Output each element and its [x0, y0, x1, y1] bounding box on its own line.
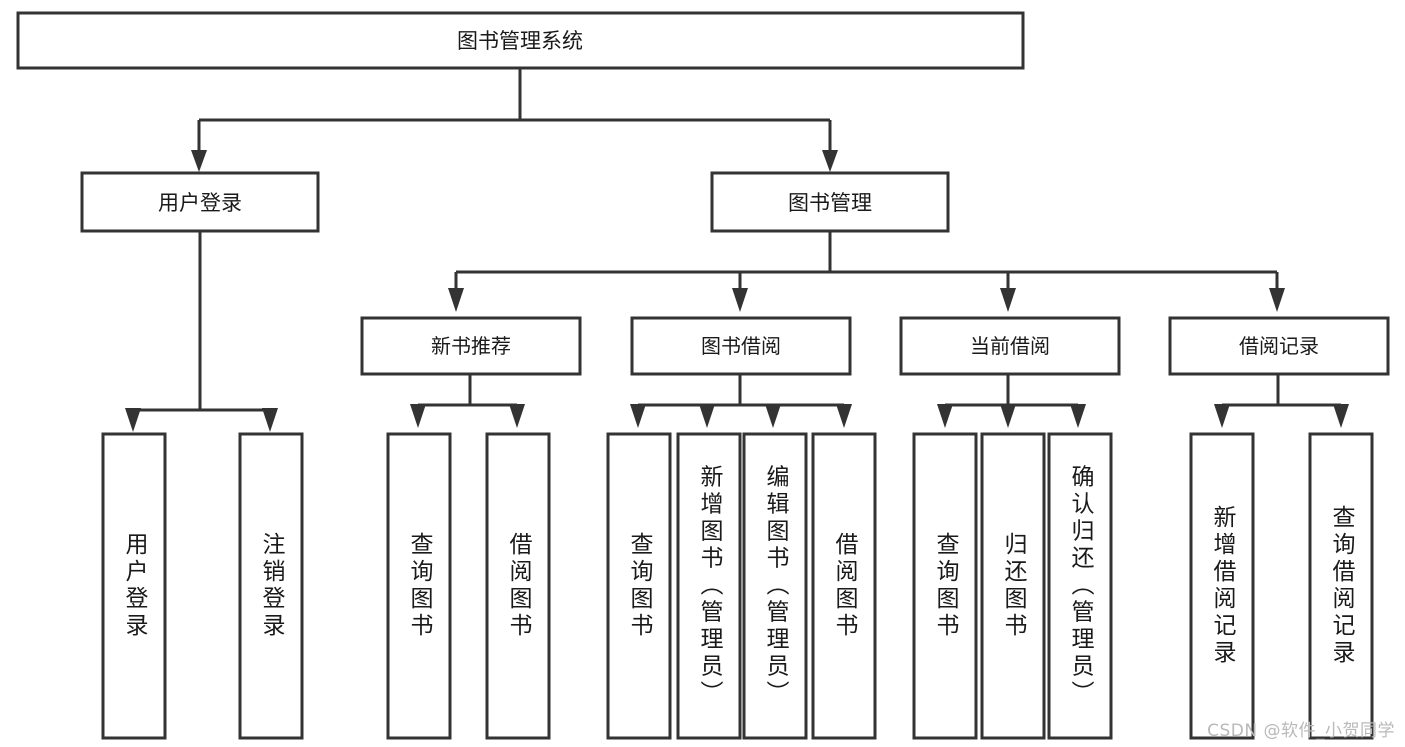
- node-leaf-borrow-book-recommend-label: 借阅图书: [505, 532, 533, 640]
- node-current-borrow-box: [899, 316, 1121, 376]
- arrowhead-leaf-confirm-return: [1070, 404, 1086, 428]
- node-book-manage-box: [710, 171, 950, 233]
- node-leaf-logout[interactable]: 注销登录: [238, 432, 304, 740]
- node-leaf-query-book-recommend-box: [386, 432, 452, 740]
- csdn-watermark: CSDN @软件_小贺同学: [1207, 721, 1395, 741]
- edge-root-bus: [197, 68, 830, 165]
- node-leaf-confirm-return-label: 确认归还（管理员）: [1067, 465, 1095, 708]
- node-leaf-add-book[interactable]: 新增图书（管理员）: [676, 432, 742, 740]
- node-book-borrow-label: 图书借阅: [701, 334, 781, 358]
- arrowhead-leaf-logout: [262, 408, 278, 432]
- node-leaf-user-login-box: [101, 432, 167, 740]
- node-leaf-query-borrow-record-box: [1308, 432, 1374, 740]
- arrowhead-leaf-return-book: [1000, 404, 1016, 428]
- edge-book-borrow-bus: [638, 374, 844, 407]
- node-new-book-recommend-label: 新书推荐: [431, 334, 511, 358]
- edge-group: [125, 68, 1349, 432]
- node-leaf-logout-box: [238, 432, 304, 740]
- node-root-label: 图书管理系统: [457, 29, 583, 53]
- node-leaf-borrow-book-label: 借阅图书: [831, 532, 859, 640]
- node-leaf-query-book-borrow[interactable]: 查询图书: [606, 432, 672, 740]
- node-leaf-logout-label: 注销登录: [258, 532, 286, 640]
- node-leaf-query-borrow-record[interactable]: 查询借阅记录: [1308, 432, 1374, 740]
- arrowhead-new-book-recommend: [448, 288, 464, 312]
- arrowhead-borrow-record: [1269, 288, 1285, 312]
- edge-user-login-bus: [131, 231, 272, 425]
- node-leaf-confirm-return[interactable]: 确认归还（管理员）: [1047, 432, 1113, 740]
- node-leaf-user-login-label: 用户登录: [121, 532, 149, 640]
- node-leaf-query-book-current-label: 查询图书: [932, 532, 960, 640]
- node-leaf-edit-book-box: [742, 432, 808, 740]
- node-root-box: [16, 11, 1025, 70]
- node-leaf-query-book-current[interactable]: 查询图书: [912, 432, 978, 740]
- edge-current-borrow-bus: [945, 374, 1078, 407]
- node-current-borrow-label: 当前借阅: [970, 334, 1050, 358]
- node-leaf-borrow-book-box: [811, 432, 877, 740]
- arrowhead-leaf-add-borrow-record: [1214, 404, 1230, 428]
- node-user-login[interactable]: 用户登录: [80, 171, 320, 233]
- node-leaf-add-book-box: [676, 432, 742, 740]
- edge-book-manage-bus: [456, 231, 1277, 274]
- node-borrow-record[interactable]: 借阅记录: [1168, 316, 1390, 376]
- arrowhead-leaf-edit-book: [765, 404, 781, 428]
- node-leaf-query-borrow-record-label: 查询借阅记录: [1328, 505, 1356, 667]
- node-leaf-borrow-book-recommend[interactable]: 借阅图书: [485, 432, 551, 740]
- arrowhead-leaf-borrow-book: [836, 404, 852, 428]
- arrowhead-current-borrow: [1000, 288, 1016, 312]
- node-book-borrow-box: [630, 316, 852, 376]
- node-leaf-edit-book[interactable]: 编辑图书（管理员）: [742, 432, 808, 740]
- node-leaf-edit-book-label: 编辑图书（管理员）: [762, 465, 790, 708]
- node-leaf-borrow-book[interactable]: 借阅图书: [811, 432, 877, 740]
- arrowhead-leaf-query-book-recommend: [410, 404, 426, 428]
- node-user-login-box: [80, 171, 320, 233]
- node-book-manage[interactable]: 图书管理: [710, 171, 950, 233]
- node-current-borrow[interactable]: 当前借阅: [899, 316, 1121, 376]
- edge-book-manage-drops: [454, 272, 1279, 290]
- node-leaf-return-book-label: 归还图书: [1000, 532, 1028, 640]
- arrowhead-leaf-query-borrow-record: [1333, 404, 1349, 428]
- node-leaf-query-book-current-box: [912, 432, 978, 740]
- node-leaf-query-book-borrow-box: [606, 432, 672, 740]
- arrowhead-leaf-add-book: [699, 404, 715, 428]
- node-borrow-record-box: [1168, 316, 1390, 376]
- edge-borrow-record-bus: [1220, 374, 1343, 414]
- node-root[interactable]: 图书管理系统: [16, 11, 1025, 70]
- node-leaf-add-borrow-record[interactable]: 新增借阅记录: [1189, 432, 1255, 740]
- arrowhead-book-borrow: [732, 288, 748, 312]
- node-leaf-add-borrow-record-box: [1189, 432, 1255, 740]
- node-leaf-return-book[interactable]: 归还图书: [980, 432, 1046, 740]
- node-new-book-recommend[interactable]: 新书推荐: [360, 316, 582, 376]
- node-borrow-record-label: 借阅记录: [1239, 334, 1319, 358]
- node-book-manage-label: 图书管理: [788, 191, 872, 215]
- node-leaf-add-book-label: 新增图书（管理员）: [696, 465, 724, 708]
- node-new-book-recommend-box: [360, 316, 582, 376]
- arrowhead-leaf-borrow-book-recommend: [509, 404, 525, 428]
- arrowhead-user-login: [191, 150, 207, 172]
- arrowhead-leaf-query-book-current: [937, 404, 953, 428]
- arrowhead-book-manage: [822, 150, 838, 172]
- node-user-login-label: 用户登录: [158, 191, 242, 215]
- arrowhead-leaf-user-login: [125, 408, 141, 432]
- node-leaf-confirm-return-box: [1047, 432, 1113, 740]
- arrowhead-leaf-query-book-borrow: [630, 404, 646, 428]
- node-leaf-query-book-recommend[interactable]: 查询图书: [386, 432, 452, 740]
- node-leaf-return-book-box: [980, 432, 1046, 740]
- edge-new-book-recommend-bus: [416, 374, 519, 414]
- node-leaf-user-login[interactable]: 用户登录: [101, 432, 167, 740]
- node-leaf-add-borrow-record-label: 新增借阅记录: [1209, 505, 1237, 667]
- node-leaf-query-book-recommend-label: 查询图书: [406, 532, 434, 640]
- node-book-borrow[interactable]: 图书借阅: [630, 316, 852, 376]
- node-leaf-query-book-borrow-label: 查询图书: [626, 532, 654, 640]
- node-leaf-borrow-book-recommend-box: [485, 432, 551, 740]
